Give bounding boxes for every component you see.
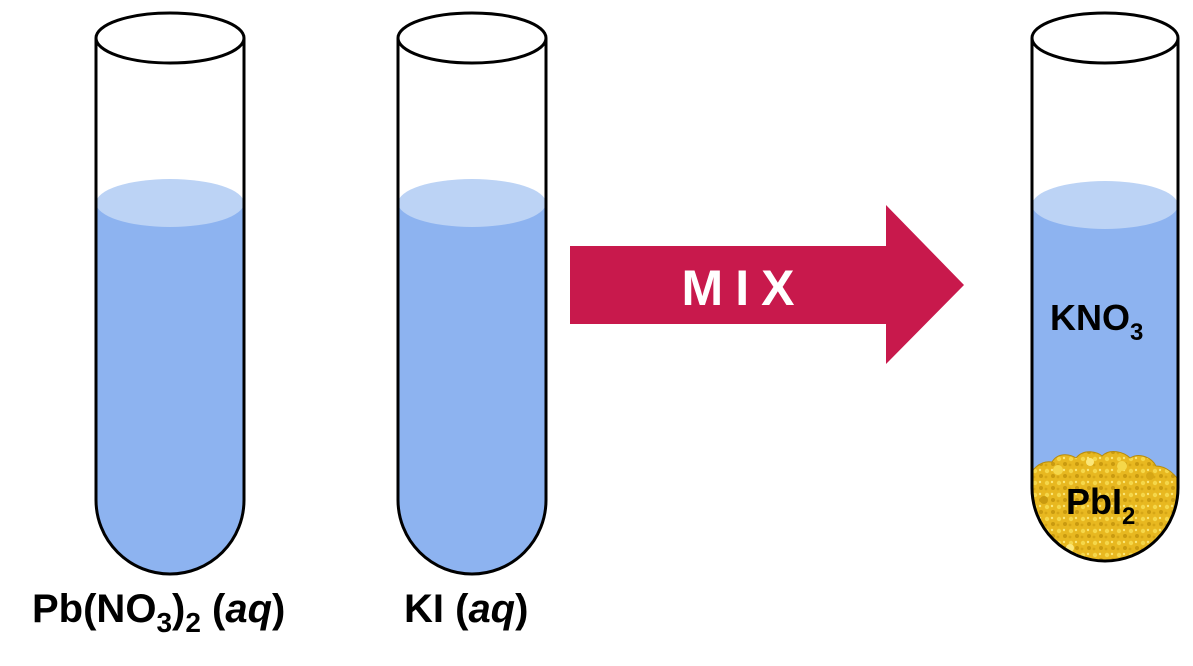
arrow-label: MIX [682,260,807,316]
solution-label: KNO3 [1050,297,1143,346]
precipitate-label: PbI2 [1066,481,1135,530]
tube-2-label: KI (aq) [404,587,528,631]
liquid-surface [398,179,546,227]
liquid-surface [96,179,244,227]
test-tube-products: KNO3 PbI2 [1030,11,1180,563]
tube-outline [1030,38,1180,563]
grain [1086,458,1094,466]
test-tube-lead-nitrate [94,11,246,576]
tube-1-label: Pb(NO3)2 (aq) [32,587,285,638]
tube-rim [1030,11,1180,65]
tube-outline [94,38,246,576]
tube-rim [94,11,246,65]
liquid [96,203,244,574]
mix-arrow: MIX [570,205,964,364]
grain [1117,461,1127,471]
tube-rim [396,11,548,65]
arrow-shape [570,205,964,364]
liquid [398,203,546,574]
grain [1053,465,1063,475]
test-tube-potassium-iodide [396,11,548,576]
grain [1040,496,1048,504]
grain [1146,472,1154,480]
tube-outline [396,38,548,576]
liquid-surface [1032,181,1178,229]
